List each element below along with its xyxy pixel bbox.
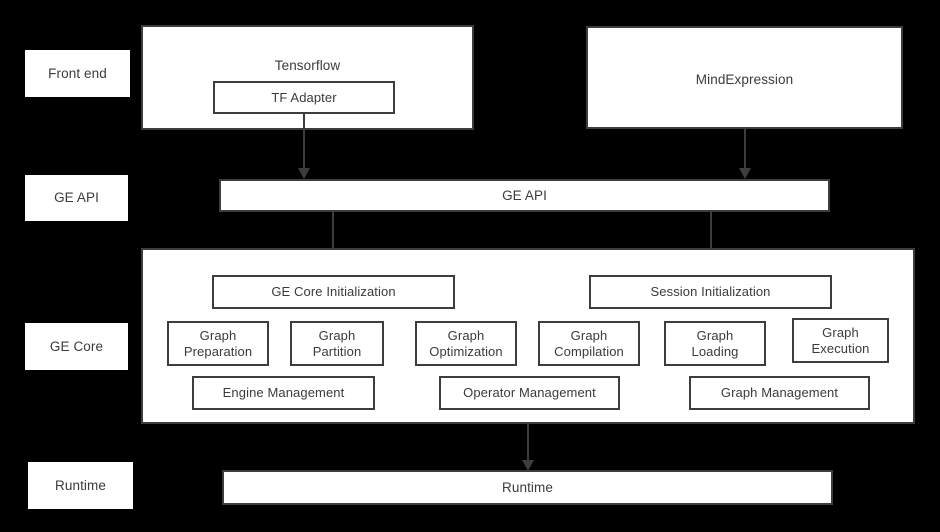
tensorflow-title: Tensorflow xyxy=(274,58,341,73)
connector-arrowhead xyxy=(522,460,534,471)
module-line2: Preparation xyxy=(183,343,253,359)
ge-api-bar-label: GE API xyxy=(502,187,547,203)
ge-api-bar[interactable]: GE API xyxy=(219,179,830,212)
graph-management-label: Graph Management xyxy=(720,385,839,401)
module-graph-preparation-label: Graph Preparation xyxy=(184,328,252,360)
tf-adapter-box[interactable]: TF Adapter xyxy=(213,81,395,114)
layer-label-runtime-text: Runtime xyxy=(55,477,106,493)
operator-management-box[interactable]: Operator Management xyxy=(439,376,620,410)
module-graph-partition-label: Graph Partition xyxy=(313,328,362,360)
session-initialization-box[interactable]: Session Initialization xyxy=(589,275,832,309)
layer-label-front-end-text: Front end xyxy=(48,65,107,81)
layer-label-ge-api: GE API xyxy=(25,175,128,221)
module-line1: Graph xyxy=(199,327,237,343)
layer-label-ge-core-text: GE Core xyxy=(49,338,104,354)
module-line2: Loading xyxy=(691,343,739,359)
connector-mindexpression-to-ge-api xyxy=(739,129,751,179)
connector-tf-adapter-to-ge-api xyxy=(298,114,310,179)
connector-line xyxy=(303,114,305,168)
operator-management-label: Operator Management xyxy=(463,385,596,401)
tensorflow-container: Tensorflow xyxy=(141,25,474,130)
module-graph-compilation-label: Graph Compilation xyxy=(554,328,624,360)
module-graph-execution[interactable]: Graph Execution xyxy=(792,318,889,363)
connector-line xyxy=(710,212,712,264)
graph-management-box[interactable]: Graph Management xyxy=(689,376,870,410)
module-line1: Graph xyxy=(318,327,356,343)
module-line1: Graph xyxy=(570,327,608,343)
module-graph-optimization-label: Graph Optimization xyxy=(429,328,502,360)
connector-line xyxy=(527,424,529,460)
module-line2: Compilation xyxy=(554,343,624,359)
module-graph-loading[interactable]: Graph Loading xyxy=(664,321,766,366)
module-line1: Graph xyxy=(822,324,859,340)
layer-label-front-end: Front end xyxy=(25,50,130,97)
layer-label-ge-api-text: GE API xyxy=(54,190,99,206)
module-graph-loading-label: Graph Loading xyxy=(692,328,739,360)
mindexpression-title: MindExpression xyxy=(695,72,794,87)
session-initialization-label: Session Initialization xyxy=(650,284,771,300)
module-graph-partition[interactable]: Graph Partition xyxy=(290,321,384,366)
mindexpression-container: MindExpression xyxy=(586,26,903,129)
module-line1: Graph xyxy=(447,327,485,343)
layer-label-ge-core: GE Core xyxy=(25,323,128,370)
connector-line xyxy=(744,129,746,168)
tf-adapter-label: TF Adapter xyxy=(271,89,337,105)
module-line2: Partition xyxy=(312,343,362,359)
connector-arrowhead xyxy=(298,168,310,179)
layer-label-runtime: Runtime xyxy=(28,462,133,509)
module-graph-compilation[interactable]: Graph Compilation xyxy=(538,321,640,366)
connector-ge-core-to-runtime xyxy=(522,424,534,471)
module-graph-optimization[interactable]: Graph Optimization xyxy=(415,321,517,366)
module-graph-execution-label: Graph Execution xyxy=(812,325,870,357)
module-line2: Optimization xyxy=(429,343,503,359)
ge-core-initialization-label: GE Core Initialization xyxy=(271,284,396,300)
module-line1: Graph xyxy=(696,327,734,343)
module-graph-preparation[interactable]: Graph Preparation xyxy=(167,321,269,366)
connector-line xyxy=(332,212,334,264)
module-line2: Execution xyxy=(811,340,870,356)
engine-management-label: Engine Management xyxy=(222,385,345,401)
runtime-bar[interactable]: Runtime xyxy=(222,470,833,505)
connector-arrowhead xyxy=(739,168,751,179)
engine-management-box[interactable]: Engine Management xyxy=(192,376,375,410)
ge-core-initialization-box[interactable]: GE Core Initialization xyxy=(212,275,455,309)
runtime-bar-label: Runtime xyxy=(502,479,553,495)
